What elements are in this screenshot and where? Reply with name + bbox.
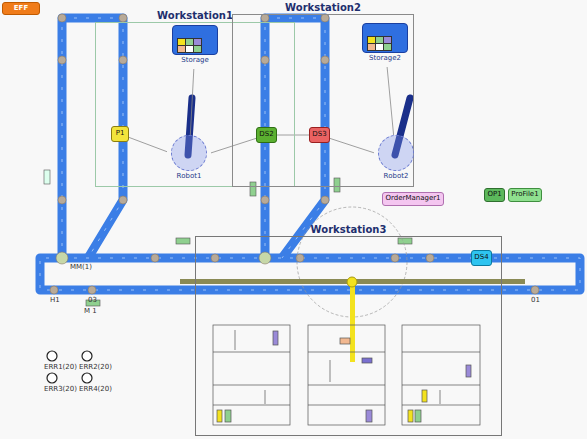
conveyor-belt (40, 18, 580, 290)
station-label: EFF (14, 5, 28, 13)
unit-name: Storage (181, 57, 208, 65)
robot-arms (188, 98, 410, 155)
storage-unit: Storage2 (359, 23, 411, 67)
station-label: OP1 (487, 191, 501, 199)
storage-racks (213, 325, 480, 425)
station-box: P1 (111, 126, 129, 142)
workstation-area: Workstation3DS4 (195, 236, 502, 436)
robot-arm: Robot1 (167, 135, 211, 185)
sensor-symbols (44, 170, 412, 306)
storage-cell (383, 43, 392, 51)
link-line (330, 138, 374, 152)
indicator-label: 01 (531, 297, 540, 305)
storage-panel (362, 23, 408, 53)
indicator-label: ERR4(20) (79, 386, 112, 394)
workstation-area: Workstation1StorageP1Robot1 (95, 22, 295, 187)
station-box: OrderManager1 (382, 192, 444, 206)
gantry-crane (180, 207, 525, 362)
indicator-label: MM(1) (70, 264, 92, 272)
indicator-label: M 1 (84, 308, 97, 316)
robot-base (378, 135, 414, 171)
station-label: P1 (116, 130, 125, 138)
indicator-label: ERR2(20) (79, 364, 112, 372)
indicator-label: H1 (50, 297, 60, 305)
link-line (190, 69, 194, 135)
link-line (277, 135, 309, 136)
unit-name: Robot2 (384, 173, 409, 181)
station-label: DS4 (474, 254, 488, 262)
link-line (211, 138, 256, 153)
station-box: DS2 (256, 127, 277, 143)
area-heading: Workstation3 (196, 224, 501, 235)
indicator-label: ERR3(20) (44, 386, 77, 394)
unit-name: Storage2 (369, 55, 401, 63)
station-box: DS3 (309, 127, 330, 143)
station-box: EFF (2, 2, 40, 15)
storage-unit: Storage (167, 25, 223, 69)
station-label: ProFile1 (511, 191, 538, 199)
robot-base (171, 135, 207, 171)
link-line (387, 67, 394, 135)
station-box: ProFile1 (508, 188, 542, 202)
storage-cell (193, 45, 202, 53)
robot-arm: Robot2 (374, 135, 418, 185)
conveyor-chevrons (40, 18, 580, 290)
indicator-label: ERR1(20) (44, 364, 77, 372)
area-heading: Workstation1 (96, 10, 294, 21)
unit-name: Robot1 (177, 173, 202, 181)
station-box: DS4 (471, 250, 492, 266)
station-label: DS2 (259, 131, 273, 139)
area-heading: Workstation2 (233, 2, 413, 13)
conveyor-joints (50, 14, 539, 294)
station-label: DS3 (312, 131, 326, 139)
link-line (129, 137, 167, 151)
workstation-area: Workstation2Storage2DS2DS3Robot2 (232, 14, 414, 187)
storage-panel (172, 25, 218, 55)
station-box: OP1 (484, 188, 505, 202)
indicator-label: 03 (88, 297, 97, 305)
station-label: OrderManager1 (385, 195, 440, 203)
